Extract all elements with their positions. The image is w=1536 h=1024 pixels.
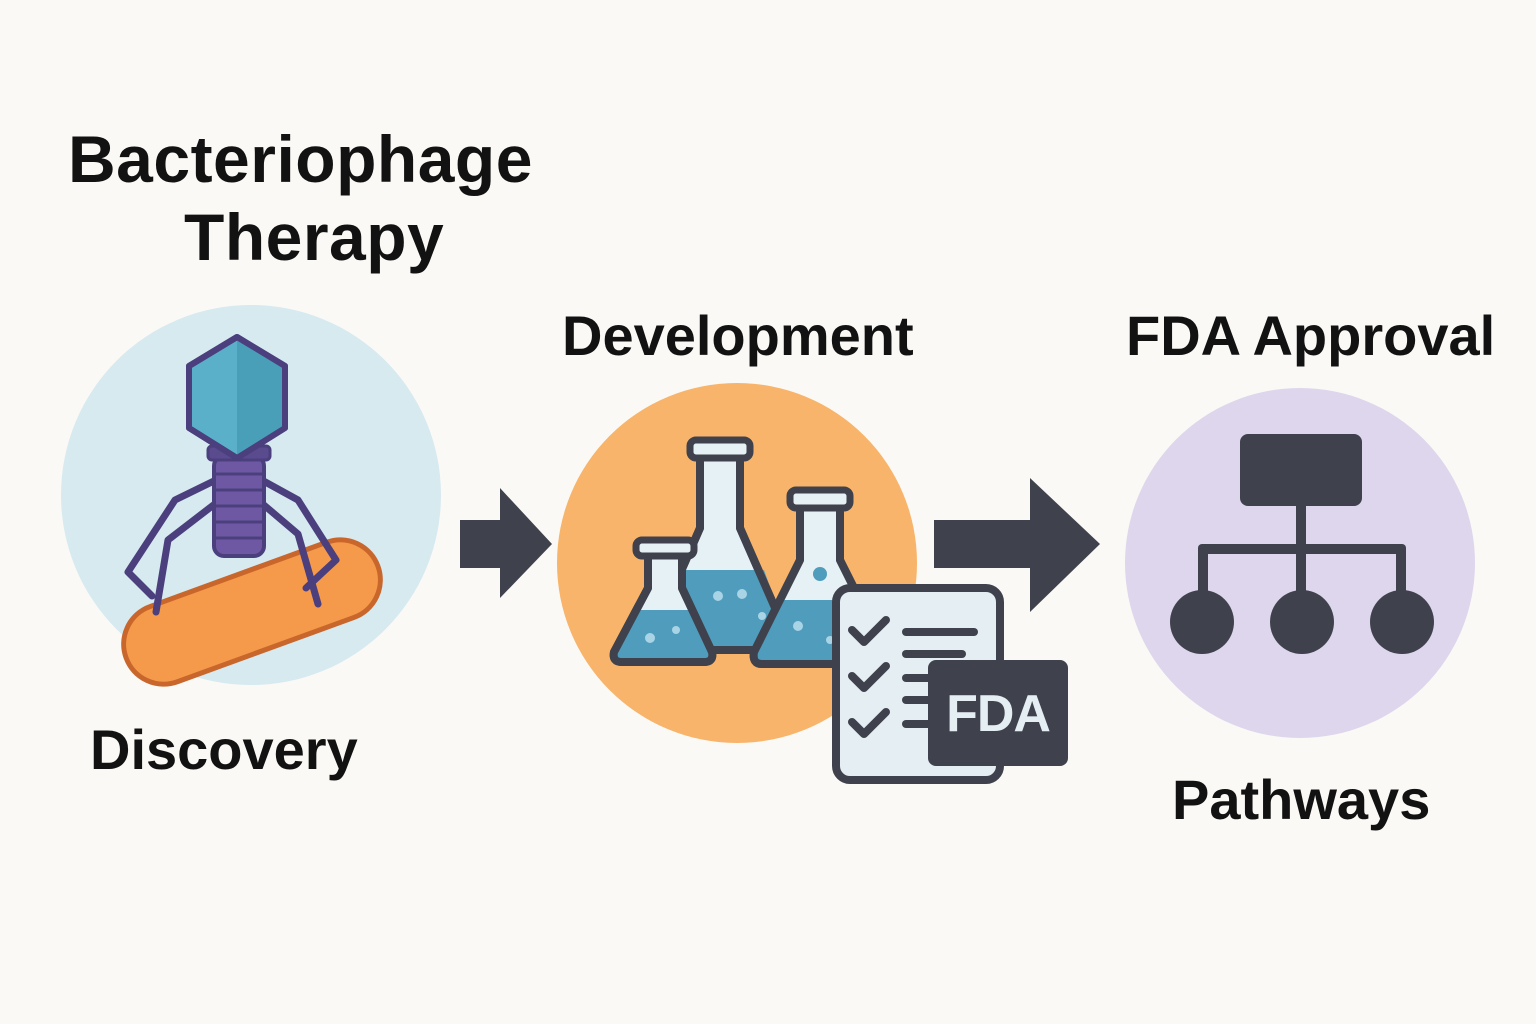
fda-badge-text: FDA [946, 685, 1051, 743]
title-line-1: Bacteriophage [68, 122, 533, 196]
title-line-2: Therapy [184, 200, 445, 274]
stage-label-development: Development [562, 304, 914, 367]
stage-label-discovery: Discovery [90, 718, 358, 781]
fda-checklist-icon [832, 584, 1068, 784]
lab-flasks-icon [609, 436, 891, 668]
bacteriophage-on-bacterium-icon [121, 334, 383, 687]
stage-label-pathways: Pathways [1172, 768, 1431, 831]
arrow-right-icon [934, 478, 1100, 612]
stage-label-fda-approval: FDA Approval [1126, 304, 1496, 367]
hierarchy-chart-icon [1170, 434, 1434, 654]
arrow-right-icon [460, 488, 552, 598]
